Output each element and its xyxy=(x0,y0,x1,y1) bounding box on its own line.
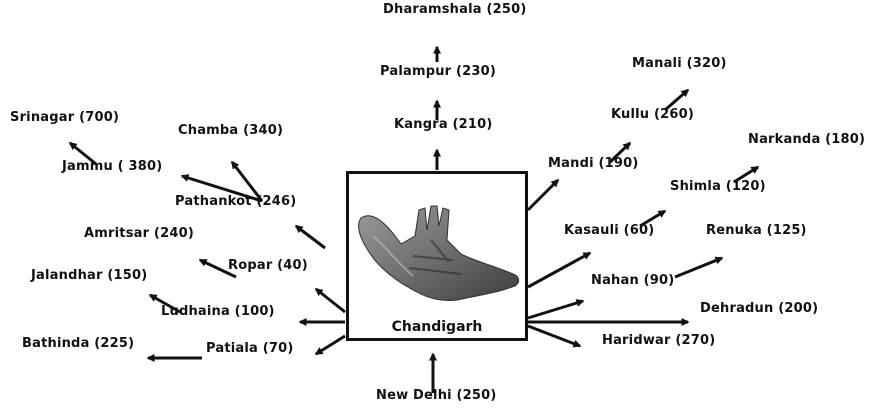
destination-label-ludhaina: Ludhaina (100) xyxy=(161,304,275,319)
destination-label-pathankot: Pathankot (246) xyxy=(175,194,296,209)
destination-label-renuka: Renuka (125) xyxy=(706,223,807,238)
destination-label-haridwar: Haridwar (270) xyxy=(602,333,715,348)
destination-label-dehradun: Dehradun (200) xyxy=(700,301,818,316)
destination-label-chamba: Chamba (340) xyxy=(178,123,283,138)
destination-label-bathinda: Bathinda (225) xyxy=(22,336,134,351)
destination-label-mandi: Mandi (190) xyxy=(548,156,638,171)
route-arrow xyxy=(316,336,345,354)
destination-label-shimla: Shimla (120) xyxy=(670,179,766,194)
route-arrow xyxy=(528,326,580,346)
center-node-label: Chandigarh xyxy=(349,319,525,335)
route-arrow xyxy=(528,253,590,287)
destination-label-jammu: Jammu ( 380) xyxy=(62,159,162,174)
destination-label-kasauli: Kasauli (60) xyxy=(564,223,654,238)
route-arrow xyxy=(296,226,325,248)
center-node-box: Chandigarh xyxy=(346,171,528,341)
destination-label-palampur: Palampur (230) xyxy=(380,64,496,79)
destination-label-amritsar: Amritsar (240) xyxy=(84,226,194,241)
route-arrow xyxy=(528,180,558,210)
destination-label-new-delhi: New Delhi (250) xyxy=(376,388,497,403)
route-arrow xyxy=(675,258,722,277)
destination-label-ropar: Ropar (40) xyxy=(228,258,308,273)
destination-label-patiala: Patiala (70) xyxy=(206,341,294,356)
destination-label-kullu: Kullu (260) xyxy=(611,107,694,122)
destination-label-manali: Manali (320) xyxy=(632,56,727,71)
destination-label-narkanda: Narkanda (180) xyxy=(748,132,865,147)
open-hand-monument-icon xyxy=(353,196,525,308)
route-arrow xyxy=(316,289,345,312)
destination-label-nahan: Nahan (90) xyxy=(591,273,674,288)
destination-label-kangra: Kangra (210) xyxy=(394,117,493,132)
destination-label-jalandhar: Jalandhar (150) xyxy=(31,268,147,283)
destination-label-dharamshala: Dharamshala (250) xyxy=(383,2,527,17)
route-arrow xyxy=(528,301,583,318)
destination-label-srinagar: Srinagar (700) xyxy=(10,110,119,125)
